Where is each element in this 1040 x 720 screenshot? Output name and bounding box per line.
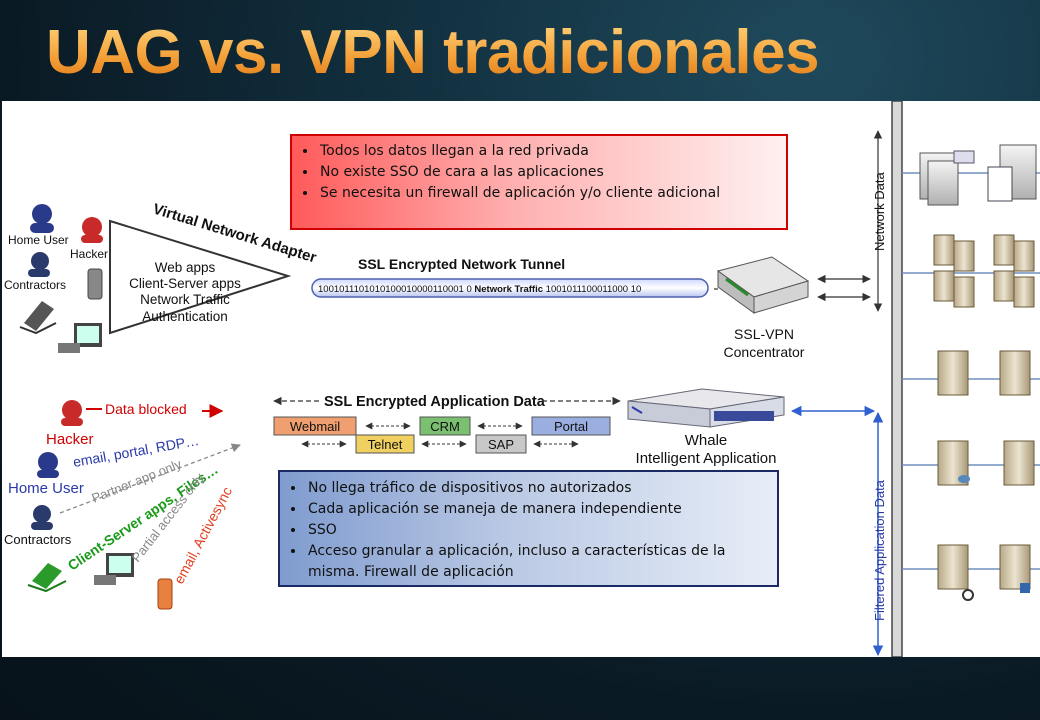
svg-text:Telnet: Telnet bbox=[368, 437, 403, 452]
server-icon bbox=[937, 350, 969, 396]
database-server-icon bbox=[937, 440, 970, 486]
hacker-icon bbox=[61, 400, 83, 426]
callout-bullet: Todos los datos llegan a la red privada bbox=[318, 141, 782, 162]
label-hacker: Hacker bbox=[70, 247, 108, 261]
diagram-canvas: Home User Hacker Contractors Virtual Net… bbox=[4, 101, 1040, 657]
label-home-user-uag: Home User bbox=[8, 480, 84, 497]
home-user-icon bbox=[37, 452, 59, 478]
home-user-icon bbox=[30, 204, 54, 233]
contractor-icon bbox=[28, 252, 50, 277]
svg-text:SAP: SAP bbox=[488, 437, 514, 452]
server-icon bbox=[999, 544, 1031, 593]
adapter-item: Client-Server apps bbox=[129, 276, 241, 291]
label-hacker-uag: Hacker bbox=[46, 431, 94, 448]
adapter-item: Authentication bbox=[142, 309, 228, 324]
app-box-portal: Portal bbox=[531, 416, 611, 436]
ssl-tunnel-tube bbox=[311, 278, 709, 298]
server-cluster-icon bbox=[933, 234, 975, 308]
adapter-item: Web apps bbox=[155, 260, 216, 275]
laptop-icon bbox=[27, 563, 67, 593]
label-data-blocked: Data blocked bbox=[105, 401, 187, 417]
svg-text:Webmail: Webmail bbox=[290, 419, 340, 434]
callout-bullet: No existe SSO de cara a las aplicaciones bbox=[318, 162, 782, 183]
label-ssl-vpn: SSL-VPN bbox=[734, 326, 794, 342]
app-box-crm: CRM bbox=[419, 416, 471, 436]
key-server-icon bbox=[937, 544, 974, 601]
phone-icon bbox=[87, 268, 103, 300]
whale-appliance-icon bbox=[627, 388, 785, 428]
slide-title: UAG vs. VPN tradicionales bbox=[46, 18, 820, 87]
label-network-data: Network Data bbox=[872, 171, 887, 251]
label-contractors: Contractors bbox=[4, 278, 66, 292]
server-rack-icon bbox=[919, 150, 975, 206]
desktop-icon bbox=[94, 553, 134, 585]
callout-bullet: SSO bbox=[306, 520, 773, 541]
svg-text:Portal: Portal bbox=[554, 419, 588, 434]
vpn-drawbacks-callout: Todos los datos llegan a la red privada … bbox=[290, 134, 788, 230]
label-concentrator: Concentrator bbox=[724, 344, 805, 360]
label-app-data: SSL Encrypted Application Data bbox=[324, 394, 546, 410]
contractor-icon bbox=[31, 505, 53, 530]
callout-bullet: Cada aplicación se maneja de manera inde… bbox=[306, 499, 773, 520]
label-ssl-tunnel: SSL Encrypted Network Tunnel bbox=[358, 256, 565, 272]
server-rack-icon bbox=[987, 144, 1037, 202]
laptop-icon bbox=[19, 301, 57, 335]
ssl-vpn-concentrator-icon bbox=[716, 256, 810, 314]
app-box-sap: SAP bbox=[475, 434, 527, 454]
label-whale: Whale bbox=[685, 432, 728, 449]
callout-bullet: Acceso granular a aplicación, incluso a … bbox=[306, 541, 773, 583]
label-contractors-uag: Contractors bbox=[4, 532, 72, 547]
callout-bullet: Se necesita un firewall de aplicación y/… bbox=[318, 183, 782, 204]
desktop-icon bbox=[58, 323, 102, 353]
server-icon bbox=[1003, 440, 1035, 486]
server-icon bbox=[999, 350, 1031, 396]
app-box-webmail: Webmail bbox=[273, 416, 357, 436]
label-intelligent-application: Intelligent Application bbox=[636, 450, 777, 467]
tunnel-bits-left: 1001011101010100010000110001 0 Network T… bbox=[318, 284, 641, 295]
uag-benefits-callout: No llega tráfico de dispositivos no auto… bbox=[278, 470, 779, 587]
virtual-network-adapter-shape bbox=[109, 219, 292, 335]
label-filtered-data: Filtered Application Data bbox=[872, 479, 887, 621]
phone-icon bbox=[157, 578, 173, 610]
adapter-item: Network Traffic bbox=[140, 292, 230, 307]
label-home-user: Home User bbox=[8, 233, 69, 247]
svg-text:CRM: CRM bbox=[430, 419, 460, 434]
network-bus bbox=[891, 101, 903, 657]
callout-bullet: No llega tráfico de dispositivos no auto… bbox=[306, 478, 773, 499]
server-cluster-icon bbox=[993, 234, 1035, 308]
app-box-telnet: Telnet bbox=[355, 434, 415, 454]
hacker-icon bbox=[81, 217, 103, 243]
